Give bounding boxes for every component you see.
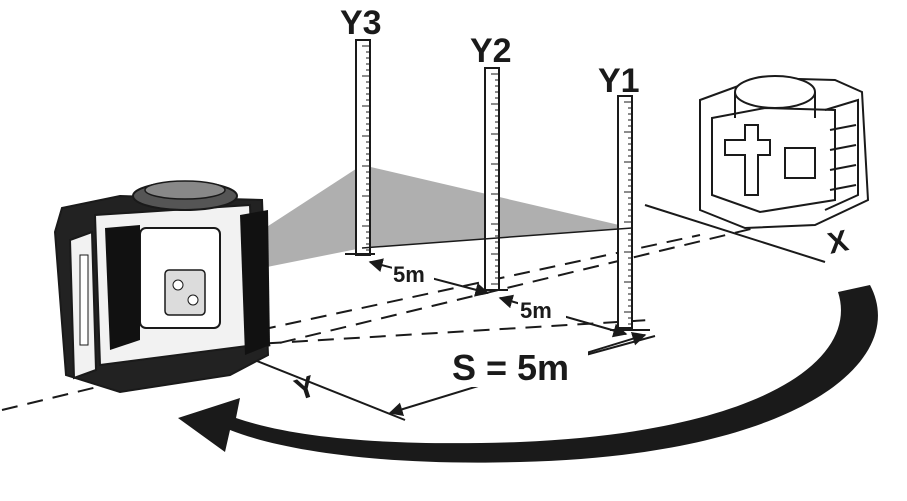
rotating-laser-outline-icon xyxy=(699,75,870,230)
laser-plane xyxy=(262,165,632,268)
label-distance-s: S = 5m xyxy=(452,347,569,388)
curved-arrow-icon xyxy=(178,285,878,463)
baseline-x xyxy=(644,204,826,263)
label-y3: Y3 xyxy=(340,4,382,42)
label-distance-b: 5m xyxy=(520,298,552,323)
label-y1: Y1 xyxy=(598,62,640,100)
label-axis-x: X xyxy=(825,224,851,260)
label-y2: Y2 xyxy=(470,32,512,70)
label-axis-y: Y xyxy=(291,370,320,408)
beam-line xyxy=(361,227,633,249)
staff-y1 xyxy=(617,95,633,329)
staff-scale-ticks xyxy=(362,45,632,325)
staff-y2 xyxy=(484,67,500,291)
label-distance-a: 5m xyxy=(393,262,425,287)
rotating-laser-icon xyxy=(53,180,270,394)
control-panel xyxy=(164,269,206,316)
